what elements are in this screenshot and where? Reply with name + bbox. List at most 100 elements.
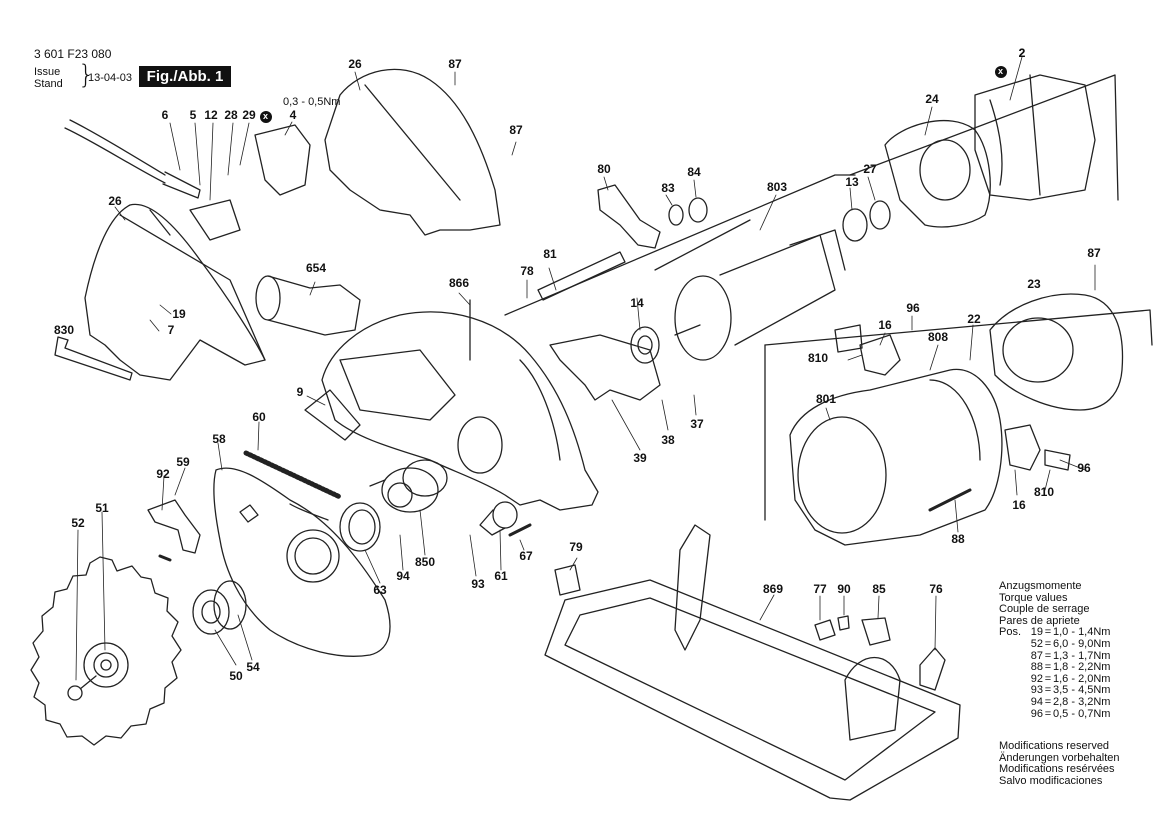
bracket-frame [504,174,856,316]
base-plate-869 [544,524,961,801]
lock-plate-39 [549,334,661,401]
part-label-7: 7 [168,323,175,337]
part-label-67: 67 [519,549,533,563]
torque-note: 0,3 - 0,5Nm [283,96,341,108]
part-label-93: 93 [471,577,485,591]
part-label-810: 810 [1034,485,1054,499]
part-label-92: 92 [156,467,170,481]
part-label-810: 810 [808,351,828,365]
part-label-5: 5 [190,108,197,122]
part-label-4: 4 [290,108,297,122]
part-label-63: 63 [373,583,387,597]
modifications-de: Änderungen vorbehalten [999,751,1120,764]
upper-guard [304,299,599,511]
bracket-frame-right [849,74,1119,201]
bearing-14 [630,326,660,364]
torque-row: 96=0,5 - 0,7Nm [1030,707,1111,720]
part-label-6: 6 [162,108,169,122]
pin-67 [508,523,532,537]
part-label-52: 52 [71,516,85,530]
spindle-gear [369,459,448,513]
handle-housing-left [84,203,266,381]
leader-lines [75,56,1096,681]
bearing-13 [842,200,891,242]
lever-59 [147,499,201,562]
hex-key-830 [54,336,133,381]
saw-blade [30,556,182,746]
part-label-61: 61 [494,569,508,583]
screw-88 [928,488,972,512]
modifications-note: Modifications reserved Änderungen vorbeh… [999,740,1120,787]
part-label-19: 19 [172,307,186,321]
part-label-26: 26 [108,194,122,208]
torque-row: Pos.19=1,0 - 1,4Nm [999,626,1111,639]
end-cap-23 [989,293,1124,411]
x-marker-switch: x [263,111,269,121]
part-label-94: 94 [396,569,410,583]
lower-guard [213,467,391,657]
modifications-fr: Modifications resérvées [999,763,1115,776]
part-label-39: 39 [633,451,647,465]
torque-values-table: Anzugsmomente Torque values Couple de se… [999,580,1111,720]
part-label-77: 77 [813,582,827,596]
part-label-96: 96 [906,301,920,315]
x-marker-field: x [998,66,1004,76]
modifications-en: Modifications reserved [999,740,1110,752]
fan-baffle-24 [884,119,991,228]
armature-803 [674,229,846,361]
torque-row: 87=1,3 - 1,7Nm [1030,649,1111,662]
adapter-654 [255,275,361,336]
torque-heading-es: Pares de apriete [999,614,1080,627]
part-label-9: 9 [297,385,304,399]
part-label-50: 50 [229,669,243,683]
part-label-869: 869 [763,582,783,596]
part-label-14: 14 [630,296,644,310]
part-label-58: 58 [212,432,226,446]
torque-row: 92=1,6 - 2,0Nm [1030,672,1111,685]
bushing-61 [479,501,518,536]
modifications-es: Salvo modificaciones [999,774,1103,787]
part-label-76: 76 [929,582,943,596]
torque-heading-fr: Couple de serrage [999,603,1090,616]
stand-label: Stand [34,78,63,90]
torque-row: 93=3,5 - 4,5Nm [1030,684,1111,697]
part-label-29: 29 [242,108,256,122]
part-label-808: 808 [928,330,948,344]
part-label-803: 803 [767,180,787,194]
part-label-88: 88 [951,532,965,546]
brush-holder-lower [1004,424,1071,471]
part-label-28: 28 [224,108,238,122]
issue-date: 13-04-03 [88,72,133,84]
issue-label: Issue [34,66,61,78]
frame-801 [764,309,1153,521]
part-label-78: 78 [520,264,534,278]
power-cable [64,119,201,199]
part-label-81: 81 [543,247,557,261]
part-label-27: 27 [863,162,877,176]
part-label-37: 37 [690,417,704,431]
brace-symbol: } [78,60,95,90]
motor-housing-808 [789,368,1003,546]
part-label-90: 90 [837,582,851,596]
part-label-801: 801 [816,392,836,406]
part-label-654: 654 [306,261,326,275]
bearing-63 [339,502,381,552]
part-label-87: 87 [509,123,523,137]
part-label-51: 51 [95,501,109,515]
part-label-84: 84 [687,165,701,179]
switch-4 [254,124,311,196]
torque-row: 88=1,8 - 2,2Nm [1030,661,1111,674]
part-label-24: 24 [925,92,939,106]
figure-label: Fig./Abb. 1 [139,66,231,87]
part-label-83: 83 [661,181,675,195]
part-label-23: 23 [1027,277,1041,291]
part-label-22: 22 [967,312,981,326]
part-label-866: 866 [449,276,469,290]
spring-60 [243,450,343,500]
part-label-87: 87 [1087,246,1101,260]
part-label-79: 79 [569,540,583,554]
field-2 [974,74,1096,201]
part-label-60: 60 [252,410,266,424]
